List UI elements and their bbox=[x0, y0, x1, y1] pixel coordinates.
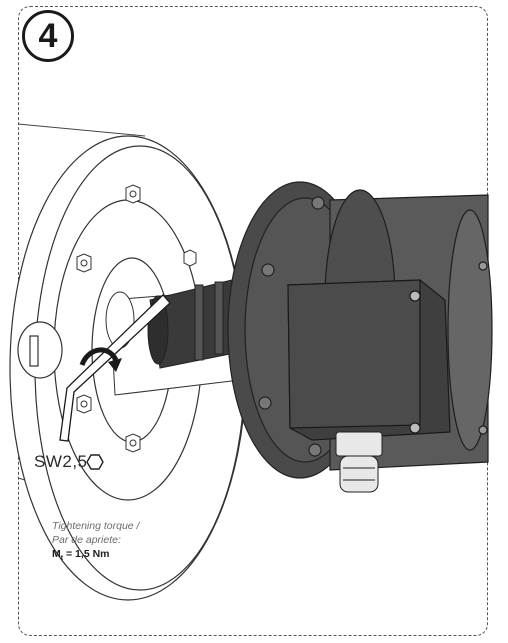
step-number-badge: 4 bbox=[22, 10, 74, 62]
torque-symbol: M bbox=[52, 548, 61, 560]
tool-size-label: SW2,5 bbox=[34, 452, 88, 471]
flange-bolts bbox=[76, 184, 197, 453]
terminal-box bbox=[287, 279, 451, 441]
torque-spec: Tightening torque / Par de apriete: Mt =… bbox=[52, 519, 272, 566]
torque-value: Mt = 1,5 Nm bbox=[52, 547, 272, 566]
hex-key bbox=[59, 294, 171, 442]
step-number: 4 bbox=[38, 17, 58, 55]
rotation-arrow-icon bbox=[79, 347, 122, 372]
side-plug bbox=[17, 321, 63, 379]
cable-gland bbox=[335, 431, 383, 493]
torque-amount: = 1,5 Nm bbox=[63, 548, 110, 560]
torque-label-en: Tightening torque / bbox=[52, 520, 140, 532]
hex-socket-icon bbox=[86, 454, 104, 470]
torque-label-es: Par de apriete: bbox=[52, 534, 121, 546]
torque-symbol-sub: t bbox=[60, 555, 64, 563]
